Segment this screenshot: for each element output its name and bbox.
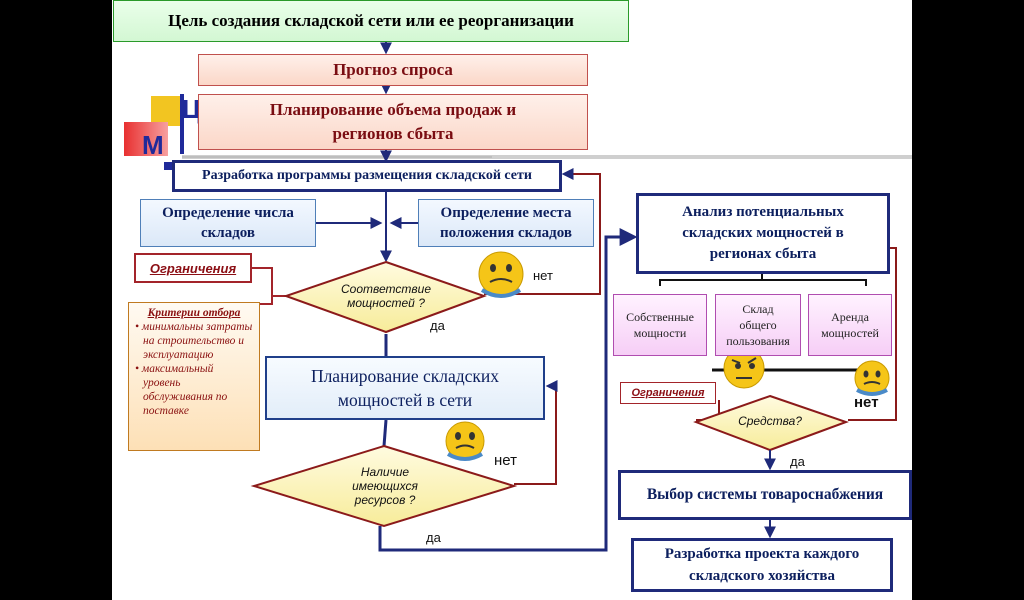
warehouse-location-box: Определение места положения складов (418, 199, 594, 247)
capacity-rent-box: Аренда мощностей (808, 294, 892, 356)
restrictions-box: Ограничения (134, 253, 252, 283)
capacity-check-diamond (282, 260, 487, 334)
criteria-item: минимальны затраты на строительство и эк… (135, 320, 253, 362)
demand-forecast-box: Прогноз спроса (198, 54, 588, 86)
yes-label: да (790, 454, 805, 469)
capacity-analysis-box: Анализ потенциальных складских мощностей… (636, 193, 890, 274)
no-label: нет (494, 452, 517, 469)
selection-criteria-box: Критерии отбора минимальны затраты на ст… (128, 302, 260, 451)
yes-label: да (430, 318, 445, 333)
logo: Ц М Л (124, 92, 204, 170)
capacity-planning-box: Планирование складских мощностей в сети (265, 356, 545, 420)
own-capacity-box: Собственные мощности (613, 294, 707, 356)
logo-letter: М (142, 130, 164, 160)
slide: Ц М Л Цель создания складской сети или е… (112, 0, 912, 600)
program-development-box: Разработка программы размещения складско… (172, 160, 562, 192)
restrictions-box: Ограничения (620, 382, 716, 404)
worried-smiley-icon (445, 421, 485, 461)
no-label: нет (533, 268, 553, 283)
goal-box: Цель создания складской сети или ее реор… (113, 0, 629, 42)
capacity-check-label: Соответствие мощностей ? (340, 282, 432, 310)
criteria-title: Критерии отбора (147, 307, 241, 319)
yes-label: да (426, 530, 441, 545)
warehouse-count-box: Определение числа складов (140, 199, 316, 247)
project-development-box: Разработка проекта каждого складского хо… (631, 538, 893, 592)
no-label: нет (854, 394, 879, 411)
resources-check-label: Наличие имеющихся ресурсов ? (352, 465, 418, 507)
public-warehouse-box: Склад общего пользования (715, 294, 801, 356)
flow-connectors (182, 42, 912, 552)
sales-planning-box: Планирование объема продаж и регионов сб… (198, 94, 588, 150)
criteria-item: максимальный уровень обслуживания по пос… (135, 362, 253, 418)
resources-check-diamond (250, 444, 518, 528)
worried-smiley-icon (854, 360, 890, 396)
worried-smiley-icon (478, 251, 524, 298)
supply-system-box: Выбор системы товароснабжения (618, 470, 912, 520)
logo-letter: Ц (182, 94, 201, 124)
funds-check-label: Средства? (738, 414, 802, 428)
